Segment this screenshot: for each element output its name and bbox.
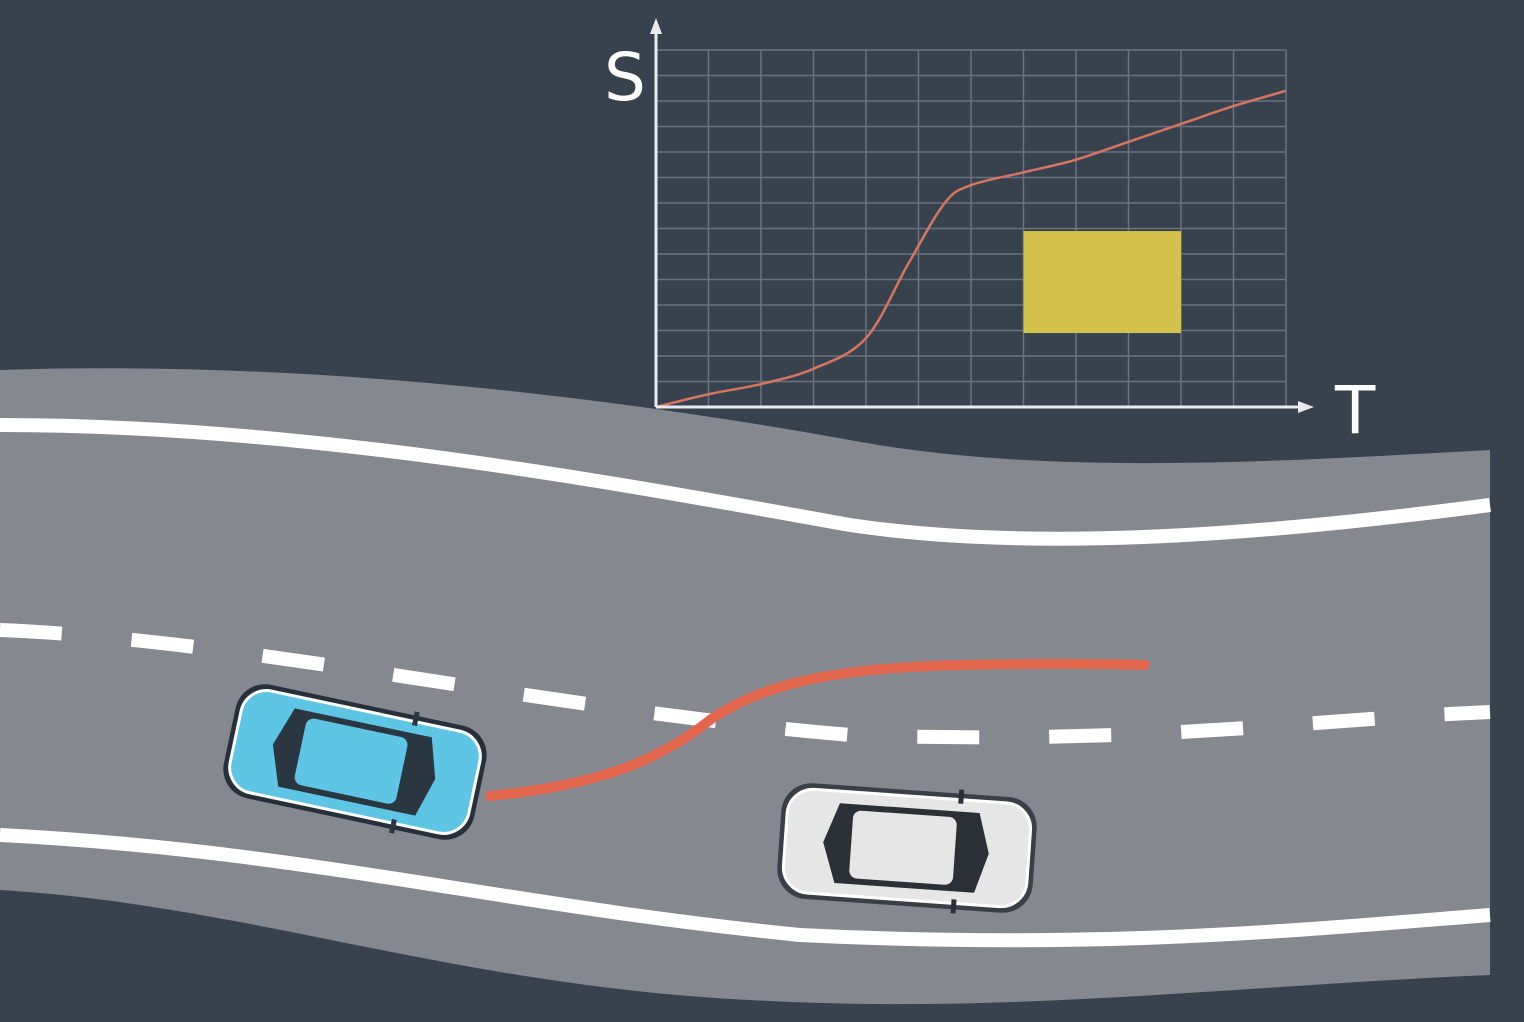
t-axis-arrowhead: [1298, 401, 1314, 413]
st-speed-profile-curve: [655, 89, 1287, 409]
blue-car-roof: [294, 718, 408, 804]
planned-path: [485, 658, 1150, 801]
white-car: [777, 783, 1037, 914]
t-axis-label: T: [1334, 372, 1376, 449]
lane-divider-dashed: [0, 623, 1491, 745]
s-axis-label: S: [604, 39, 646, 116]
st-obstacle-region: [1023, 231, 1181, 334]
st-graph: S T: [604, 18, 1376, 449]
road-surface: [0, 368, 1490, 1005]
blue-car-mirror-bottom: [389, 818, 397, 834]
blue-car-mirror-top: [411, 711, 420, 727]
white-car-roof: [849, 810, 957, 885]
road: [0, 368, 1491, 1005]
white-car-mirror-top: [958, 789, 965, 804]
s-axis-arrowhead: [650, 18, 662, 34]
blue-car: [223, 684, 487, 840]
st-grid: [656, 49, 1287, 407]
white-car-mirror-bottom: [950, 899, 957, 914]
road-edge-line-bottom: [0, 828, 1491, 948]
road-edge-line-top: [0, 418, 1491, 546]
